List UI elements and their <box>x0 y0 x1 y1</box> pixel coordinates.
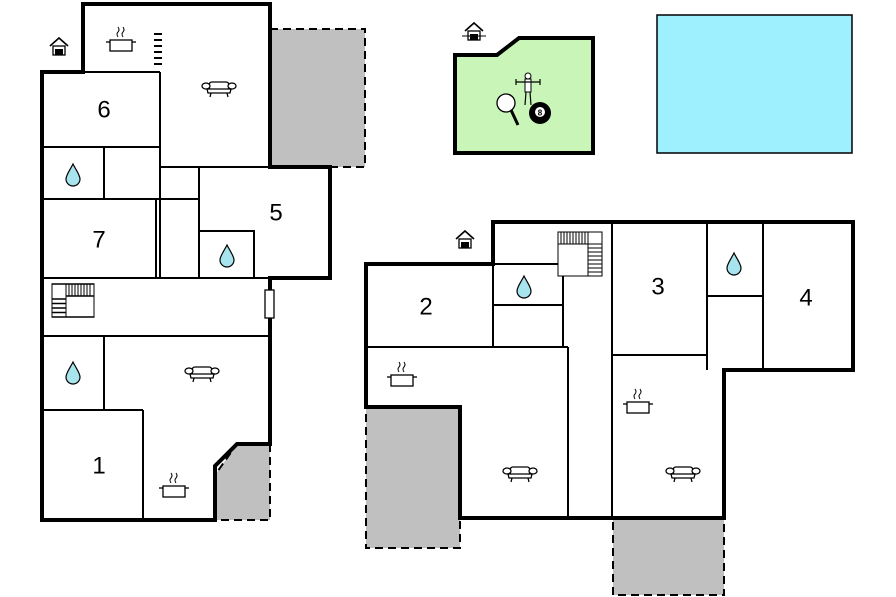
billiard-ball-icon: 8 <box>529 102 551 124</box>
water-drop-icon <box>219 244 235 268</box>
cooking-pot-icon <box>386 361 418 387</box>
terrace-right-left <box>365 406 461 549</box>
terrace-right-bottom <box>612 517 725 596</box>
cooking-pot-icon <box>105 26 137 52</box>
fitness-icon <box>515 72 541 106</box>
water-drop-icon <box>65 361 81 385</box>
activity-room: 8 <box>453 36 595 155</box>
house-entrance-icon <box>464 22 484 41</box>
room-5-label: 5 <box>269 200 282 227</box>
staircase-icon <box>557 231 603 277</box>
sofa-icon <box>502 466 538 483</box>
house-entrance-icon <box>49 37 69 56</box>
swimming-pool <box>656 14 853 154</box>
room-4-label: 4 <box>799 285 812 312</box>
window-marker <box>264 289 275 319</box>
room-3-label: 3 <box>651 274 664 301</box>
water-drop-icon <box>726 252 742 276</box>
table-tennis-icon <box>496 93 520 126</box>
room-1-label: 1 <box>92 453 105 480</box>
left-building-walls <box>40 2 332 522</box>
water-drop-icon <box>65 163 81 187</box>
cooking-pot-icon <box>622 388 654 414</box>
terrace-top <box>269 28 366 168</box>
staircase-icon <box>51 283 95 318</box>
house-entrance-icon <box>455 230 475 249</box>
small-stairs-marker <box>154 33 162 65</box>
room-6-label: 6 <box>97 97 110 124</box>
room-7-label: 7 <box>92 227 105 254</box>
cooking-pot-icon <box>158 472 190 498</box>
room-2-label: 2 <box>419 294 432 321</box>
terrace-bottom-left <box>214 443 271 521</box>
sofa-icon <box>665 466 701 483</box>
water-drop-icon <box>516 275 532 299</box>
sofa-icon <box>184 366 220 383</box>
billiard-ball-number: 8 <box>538 109 543 118</box>
right-building-walls <box>364 220 855 520</box>
right-building-interior <box>366 222 764 518</box>
sofa-icon <box>201 81 237 98</box>
